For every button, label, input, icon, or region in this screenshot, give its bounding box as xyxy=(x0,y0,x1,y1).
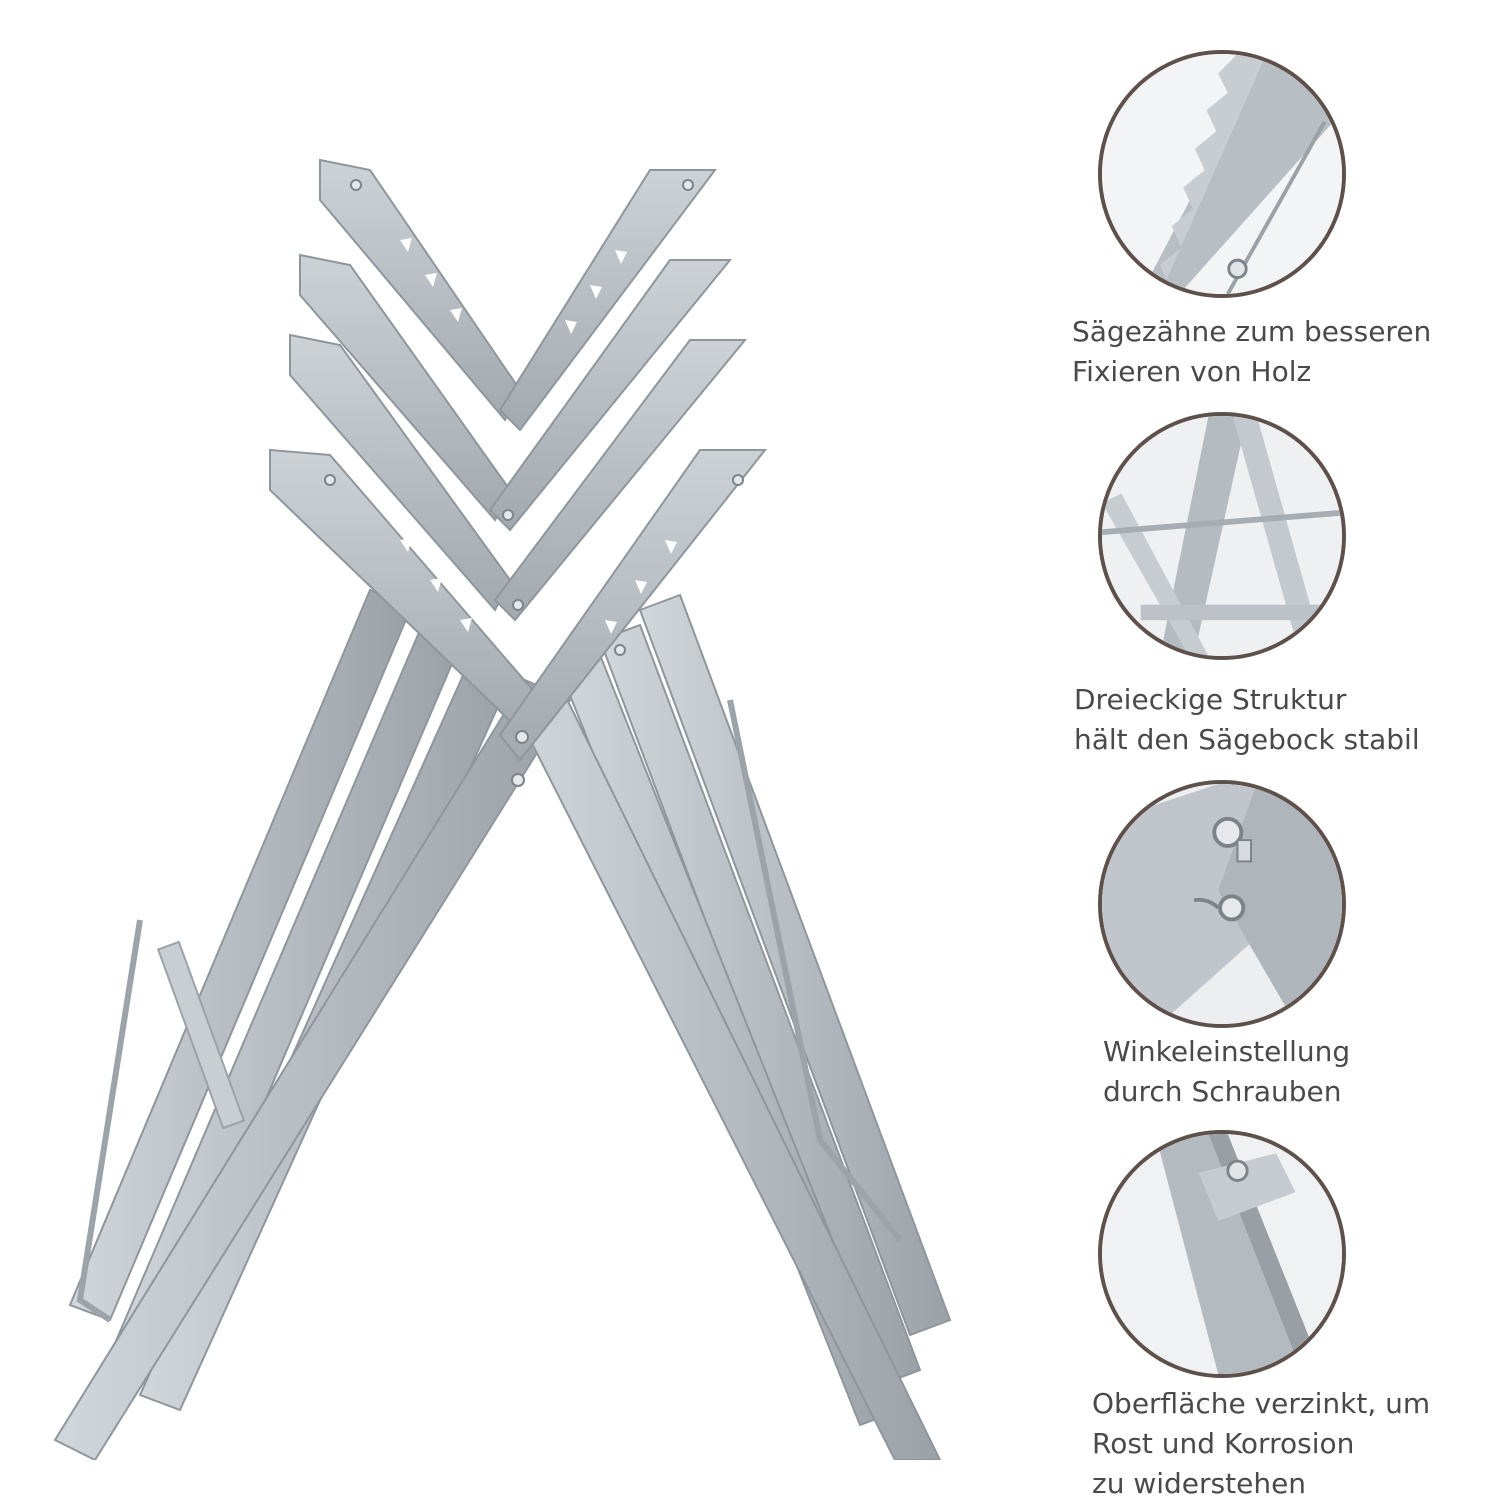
feature-saw-teeth-caption: Sägezähne zum besseren Fixieren von Holz xyxy=(1072,312,1431,392)
caption-line: hält den Sägebock stabil xyxy=(1074,723,1420,756)
sawhorse-icon xyxy=(53,158,952,1460)
caption-line: Rost und Korrosion xyxy=(1092,1427,1355,1460)
caption-line: zu widerstehen xyxy=(1092,1467,1307,1500)
saw-teeth-icon xyxy=(1102,54,1342,294)
caption-line: Winkeleinstellung xyxy=(1103,1035,1351,1068)
feature-bolt-adjustment-caption: Winkeleinstellung durch Schrauben xyxy=(1103,1032,1350,1112)
caption-line: Dreieckige Struktur xyxy=(1074,683,1347,716)
caption-line: durch Schrauben xyxy=(1103,1075,1342,1108)
galvanized-leg-icon xyxy=(1102,1134,1342,1374)
caption-line: Fixieren von Holz xyxy=(1072,355,1312,388)
bolt-adjustment-icon xyxy=(1102,784,1342,1024)
feature-galvanized-leg-circle xyxy=(1098,1130,1346,1378)
feature-triangle-structure-circle xyxy=(1098,412,1346,660)
caption-line: Oberfläche verzinkt, um xyxy=(1092,1387,1431,1420)
feature-saw-teeth-circle xyxy=(1098,50,1346,298)
feature-galvanized-leg-caption: Oberfläche verzinkt, um Rost und Korrosi… xyxy=(1092,1384,1430,1500)
feature-triangle-structure-caption: Dreieckige Struktur hält den Sägebock st… xyxy=(1074,680,1420,760)
feature-bolt-adjustment-circle xyxy=(1098,780,1346,1028)
caption-line: Sägezähne zum besseren xyxy=(1072,315,1432,348)
triangle-structure-icon xyxy=(1102,416,1342,656)
